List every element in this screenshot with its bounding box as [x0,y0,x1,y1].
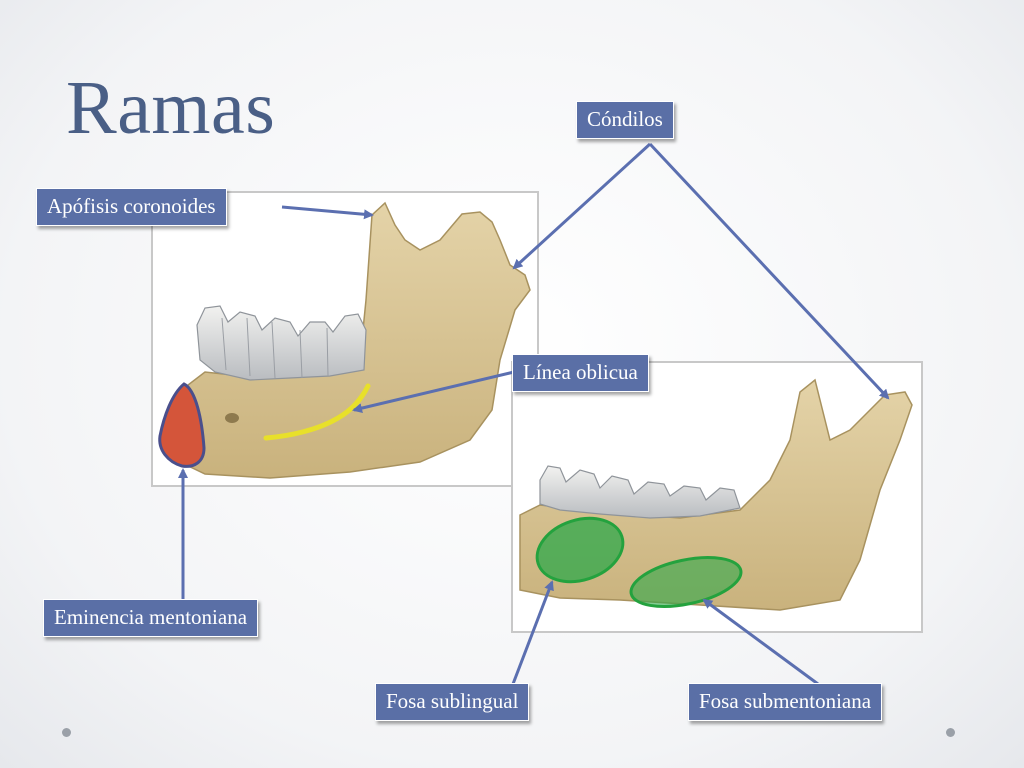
arrow-condilo-left [512,142,652,270]
decorative-dot-right [946,728,955,737]
teeth-row-lateral [196,305,367,381]
arrow-submentoniana [702,598,819,686]
label-apofisis-coronoides: Apófisis coronoides [36,188,227,227]
label-eminencia-mentoniana: Eminencia mentoniana [43,599,259,638]
arrow-linea-oblicua [352,370,515,414]
medial-view-image [511,361,923,633]
lateral-view-image [151,191,539,487]
label-condilos: Cóndilos [576,101,674,140]
decorative-dot-left [62,728,71,737]
fosa-submentoniana-marker [629,556,743,608]
label-linea-oblicua: Línea oblicua [512,354,649,393]
slide-title: Ramas [66,66,276,150]
annotation-arrows [178,142,890,686]
arrow-sublingual [511,580,554,685]
mandible-lateral-bone [174,201,531,479]
eminencia-mentoniana-marker [158,382,206,468]
arrow-condilo-right [648,142,890,400]
label-fosa-submentoniana: Fosa submentoniana [688,683,883,722]
label-fosa-sublingual: Fosa sublingual [375,683,530,722]
teeth-row-medial [539,465,741,519]
arrow-coronoides [281,205,374,220]
fosa-sublingual-marker [535,516,625,584]
linea-oblicua-marker [263,383,371,441]
